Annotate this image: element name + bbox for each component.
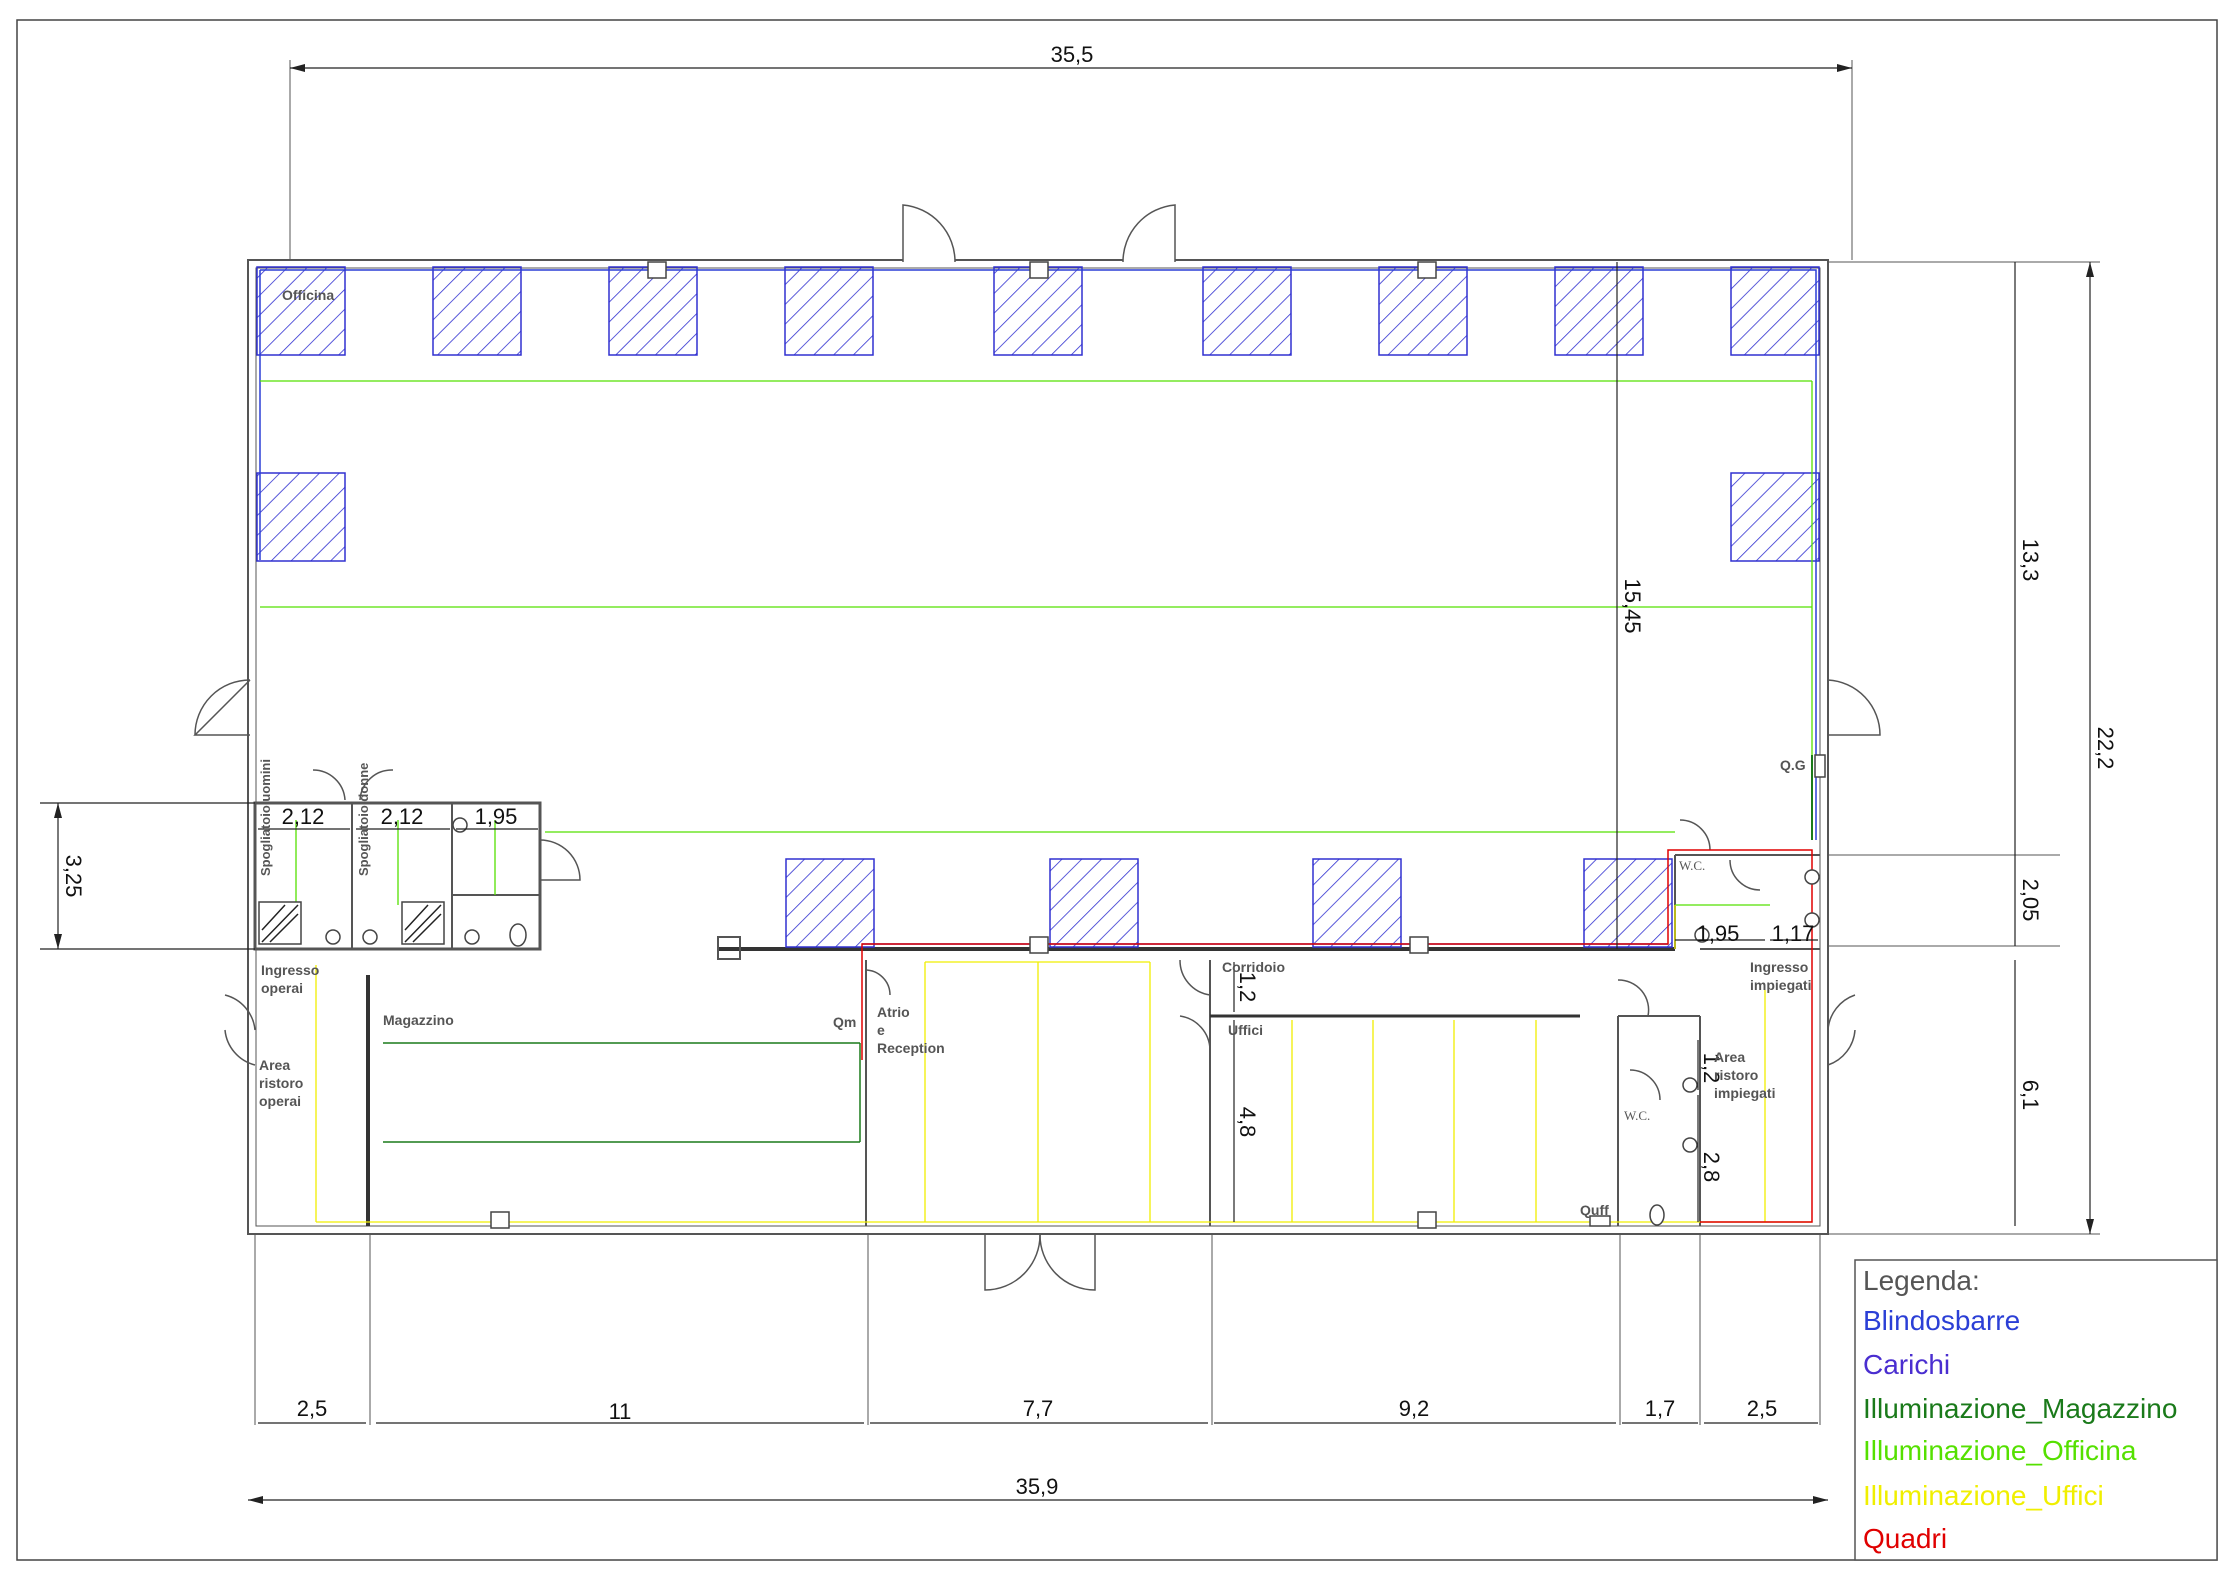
dim-bottom-total: 35,9 (1016, 1474, 1059, 1499)
room-spogliatoio-donne: Spogliatoio donne (356, 763, 371, 876)
carichi-loads (256, 266, 1820, 948)
room-wc-top: W.C. (1679, 858, 1705, 873)
illuminazione-magazzino-lines (383, 755, 1813, 1143)
room-area-ristoro-impiegati-1: Area (1714, 1049, 1745, 1065)
room-spogliatoio-uomini: Spogliatoio uomini (258, 759, 273, 876)
dim-ristoro-height: 2,8 (1699, 1152, 1724, 1183)
dim-inner-height: 15,45 (1620, 578, 1645, 633)
dim-ristoro-small: 1,2 (1699, 1053, 1724, 1084)
dim-left-locker: 3,25 (61, 855, 86, 898)
dim-right-lower: 6,1 (2018, 1080, 2043, 1111)
legend-item-illuminazione-uffici: Illuminazione_Uffici (1863, 1480, 2104, 1511)
room-uffici: Uffici (1228, 1022, 1263, 1038)
dim-offices: 4,8 (1235, 1107, 1260, 1138)
label-qm: Qm (833, 1014, 856, 1030)
dim-bottom-seg-4: 9,2 (1399, 1396, 1430, 1421)
room-ingresso-operai-2: operai (261, 980, 303, 996)
illuminazione-uffici-lines (315, 905, 1812, 1223)
room-atrio-1: Atrio (877, 1004, 910, 1020)
room-magazzino: Magazzino (383, 1012, 454, 1028)
quadri-lines (861, 849, 1813, 1223)
room-ingresso-impiegati-1: Ingresso (1750, 959, 1808, 975)
dim-locker-width-3: 1,95 (475, 804, 518, 829)
dim-top-total: 35,5 (1051, 42, 1094, 67)
doors (193, 204, 1881, 1291)
dimension-ticks (54, 64, 2094, 1504)
dim-bottom-seg-6: 2,5 (1747, 1396, 1778, 1421)
dim-wc-width-1: 1,95 (1697, 921, 1740, 946)
dim-bottom-seg-5: 1,7 (1645, 1396, 1676, 1421)
illuminazione-officina-lines (260, 380, 1813, 906)
sheet-frame (16, 19, 2218, 1561)
dim-corridor: 1,2 (1235, 972, 1260, 1003)
dim-wc-width-2: 1,17 (1772, 921, 1815, 946)
label-quff: Quff (1580, 1202, 1609, 1218)
fixtures (258, 261, 1826, 1229)
room-area-ristoro-operai-2: ristoro (259, 1075, 303, 1091)
room-ingresso-impiegati-2: impiegati (1750, 977, 1811, 993)
legend-item-illuminazione-officina: Illuminazione_Officina (1863, 1435, 2137, 1466)
room-corridoio: Corridoio (1222, 959, 1285, 975)
room-area-ristoro-impiegati-2: ristoro (1714, 1067, 1758, 1083)
dim-right-upper: 13,3 (2018, 539, 2043, 582)
label-qg: Q.G (1780, 757, 1806, 773)
legend-item-blindosbarre: Blindosbarre (1863, 1305, 2020, 1336)
room-area-ristoro-impiegati-3: impiegati (1714, 1085, 1775, 1101)
room-area-ristoro-operai-1: Area (259, 1057, 290, 1073)
room-ingresso-operai-1: Ingresso (261, 962, 319, 978)
legend-item-carichi: Carichi (1863, 1349, 1950, 1380)
room-officina: Officina (282, 287, 334, 303)
dim-bottom-seg-1: 2,5 (297, 1396, 328, 1421)
dim-right-mid: 2,05 (2018, 879, 2043, 922)
legend-title: Legenda: (1863, 1265, 1980, 1296)
dim-bottom-seg-3: 7,7 (1023, 1396, 1054, 1421)
room-wc-bottom: W.C. (1624, 1108, 1650, 1123)
room-area-ristoro-operai-3: operai (259, 1093, 301, 1109)
legend-item-illuminazione-magazzino: Illuminazione_Magazzino (1863, 1393, 2177, 1424)
dimension-lines (40, 67, 2091, 1501)
building-walls (247, 60, 2100, 1425)
dim-bottom-seg-2: 11 (609, 1399, 632, 1424)
legend: Legenda: Blindosbarre Carichi Illuminazi… (1854, 1259, 2218, 1561)
dim-right-total: 22,2 (2093, 727, 2118, 770)
dim-locker-width-2: 2,12 (381, 804, 424, 829)
dim-locker-width-1: 2,12 (282, 804, 325, 829)
room-atrio-2: e (877, 1022, 885, 1038)
legend-item-quadri: Quadri (1863, 1523, 1947, 1554)
room-atrio-3: Reception (877, 1040, 945, 1056)
